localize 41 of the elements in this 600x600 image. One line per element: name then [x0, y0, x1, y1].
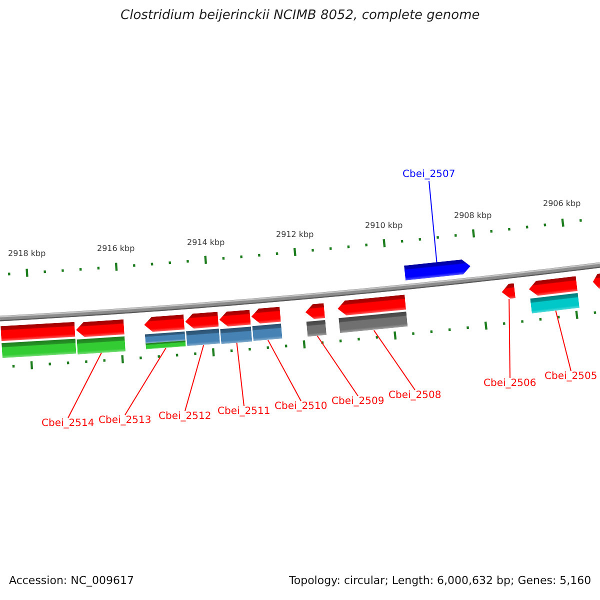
gene-label: Cbei_2512 [158, 411, 212, 422]
gene-label: Cbei_2506 [484, 378, 536, 390]
gene-label: Cbei_2508 [388, 390, 442, 402]
gene-feature [250, 306, 282, 342]
leader-line [508, 298, 510, 378]
gene-feature [76, 318, 126, 354]
leader-line [555, 310, 572, 372]
tick-label: 2914 kbp [187, 238, 225, 248]
gene-feature [218, 309, 252, 344]
gene-feature [592, 272, 600, 289]
tick-label: 2910 kbp [365, 221, 403, 230]
gene-feature [404, 259, 472, 281]
gene-label: Cbei_2514 [42, 418, 94, 430]
tick-label: 2918 kbp [8, 249, 46, 258]
gene-label: Cbei_2510 [274, 401, 328, 412]
leader-line [124, 348, 166, 416]
gene-feature [500, 283, 516, 300]
gene-label: Cbei_2509 [332, 396, 384, 408]
gene-label: Cbei_2507 [402, 169, 456, 180]
diagram-title: Clostridium beijerinckii NCIMB 8052, complete genome [120, 9, 480, 24]
tick-label: 2916 kbp [97, 244, 135, 254]
genome-stats-text: Topology: circular; Length: 6,000,632 bp; Genes: 5,160 [289, 575, 592, 588]
gene-feature [0, 322, 76, 358]
gene-label: Cbei_2505 [544, 371, 598, 382]
gene-feature [336, 295, 408, 334]
leader-line [267, 339, 302, 402]
gene-feature [184, 312, 220, 346]
accession-text: Accession: NC_009617 [9, 575, 134, 588]
gene-feature [304, 302, 327, 336]
gene-label: Cbei_2511 [218, 406, 270, 418]
tick-label: 2912 kbp [276, 230, 314, 240]
tick-label: 2906 kbp [543, 199, 581, 208]
leader-line [184, 344, 204, 412]
leader-line [373, 330, 416, 390]
leader-line [428, 180, 438, 264]
leader-line [316, 335, 358, 396]
gene-feature [528, 276, 580, 314]
gene-label: Cbei_2513 [98, 415, 152, 426]
leader-line [236, 342, 244, 406]
tick-label: 2908 kbp [454, 211, 492, 220]
gene-feature [144, 314, 186, 350]
